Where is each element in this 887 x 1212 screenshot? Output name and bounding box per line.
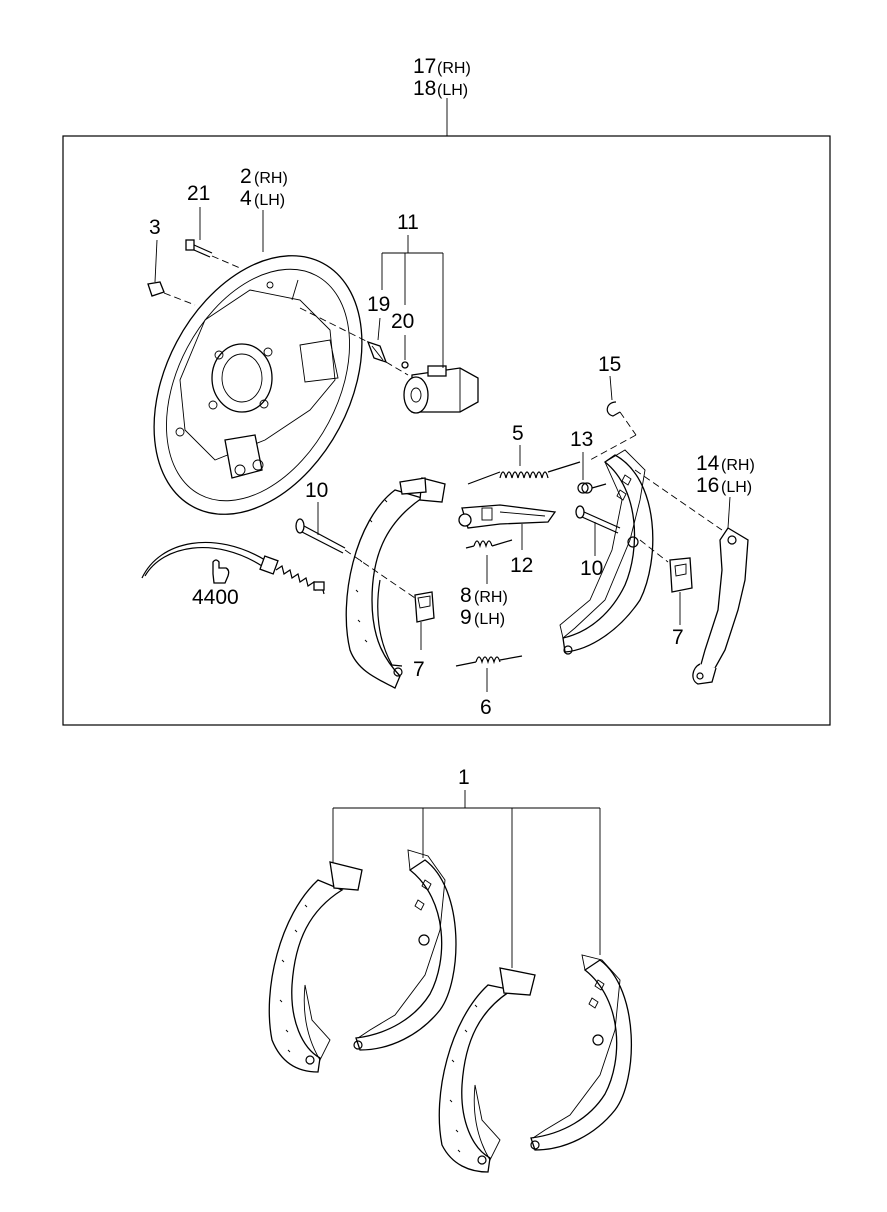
parking-brake-lever[interactable] [692,527,749,685]
brake-shoe-left-assembly[interactable] [345,477,446,689]
label-plate-rh: 2 [240,165,252,188]
backing-plate[interactable] [112,220,404,550]
nut-dash [163,292,196,306]
clip[interactable] [606,401,621,417]
label-spring-upper: 5 [512,422,524,445]
label-plate-lh-side: (LH) [254,192,285,209]
label-assembly-rh: 17 [413,55,436,78]
label-shoe-set: 1 [458,766,470,789]
label-lever-lh: 16 [696,474,719,497]
wheel-cylinder[interactable] [403,365,479,414]
label-assembly-lh: 18 [413,77,436,100]
assembly-frame [62,135,831,726]
label-adjuster-spring-rh-side: (RH) [474,589,508,606]
label-pin-left: 10 [305,479,328,502]
label-adjuster-spring-lh-side: (LH) [474,611,505,628]
adjuster-spring[interactable] [465,539,513,549]
label-nut: 3 [149,216,161,239]
bolt-dash [211,255,241,269]
label-spring-small: 13 [570,428,593,451]
brake-shoe-3[interactable] [438,967,536,1173]
label-adjuster: 12 [510,554,533,577]
brake-shoe-right-assembly[interactable] [559,449,654,655]
label-plate-lh: 4 [240,187,252,210]
label-adjuster-spring-rh: 8 [460,584,472,607]
upper-return-spring[interactable] [467,461,581,485]
shoe-left-dash [344,549,416,599]
label-assembly-lh-side: (LH) [437,82,468,99]
shoe-right-dash [639,539,669,563]
mounting-bolt[interactable] [185,239,213,258]
label-cup-left: 7 [413,658,425,681]
label-bleeder-screw: 19 [367,293,390,316]
bleeder-dash-2 [385,361,409,376]
label-bolt: 21 [187,182,210,205]
label-pin-right: 10 [580,557,603,580]
label-adjuster-spring-lh: 9 [460,606,472,629]
lever-leader [727,496,731,529]
label-clip: 15 [598,353,621,376]
hand-pointer-icon [212,559,230,584]
bleeder-cap[interactable] [401,361,409,369]
small-spring[interactable] [577,482,607,494]
lever-dash [634,469,723,531]
hold-down-cup-right[interactable] [669,557,693,593]
label-wheel-cylinder: 11 [397,211,419,234]
bleeder-dash [299,307,369,343]
clip-leader [609,375,613,401]
bleeder-leader [377,317,381,341]
clip-dash [619,411,637,436]
adjuster[interactable] [458,504,557,529]
hold-down-pin-left[interactable] [295,518,346,554]
label-lever-lh-side: (LH) [721,479,752,496]
label-spring-lower: 6 [480,696,492,719]
brake-shoe-2[interactable] [353,849,457,1051]
lower-return-spring[interactable] [455,655,523,667]
brake-shoe-1[interactable] [268,861,363,1073]
clip-dash-2 [589,434,637,461]
label-cable: 4400 [192,586,239,609]
label-assembly-rh-side: (RH) [437,60,471,77]
hold-down-pin-right[interactable] [575,505,621,534]
label-cup-right: 7 [672,626,684,649]
nut-leader [154,239,158,283]
nut[interactable] [147,281,165,297]
label-bleeder-cap: 20 [391,310,414,333]
bleeder-screw[interactable] [366,340,388,364]
label-plate-rh-side: (RH) [254,170,288,187]
brake-shoe-4[interactable] [530,954,632,1151]
label-lever-rh-side: (RH) [721,457,755,474]
label-lever-rh: 14 [696,452,720,475]
parking-brake-cable[interactable] [141,541,325,595]
hold-down-cup-left[interactable] [414,591,435,623]
